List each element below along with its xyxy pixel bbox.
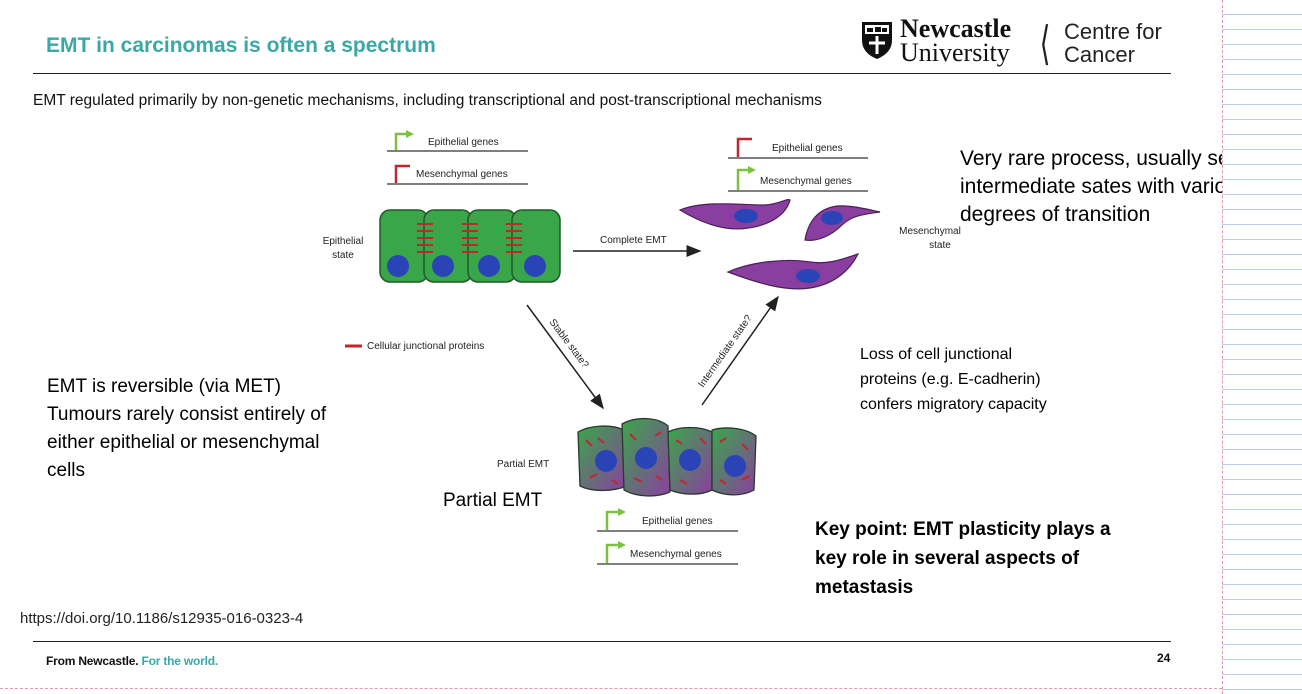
loss-note: Loss of cell junctional proteins (e.g. E… — [860, 342, 1140, 417]
header-rule — [33, 73, 1171, 74]
epithelial-cells — [379, 209, 561, 283]
gene-panel-partial-emt: Epithelial genes Mesenchymal genes — [597, 508, 738, 565]
complete-emt-label: Complete EMT — [600, 235, 667, 246]
partial-emt-small-label: Partial EMT — [497, 459, 549, 470]
junction-proteins — [417, 223, 522, 253]
epithelial-state-label: Epithelial — [323, 236, 364, 247]
gene-label-mesenchymal: Mesenchymal genes — [630, 549, 722, 560]
rare-process-note: Very rare process, usually see intermedi… — [960, 147, 1249, 226]
nucleus — [432, 255, 454, 277]
key-point-line: Key point: EMT plasticity plays a — [815, 519, 1111, 540]
crest-icon — [862, 22, 892, 59]
mesenchymal-cell — [804, 205, 881, 241]
logo-university: University — [900, 38, 1010, 67]
reversible-line: cells — [47, 460, 86, 481]
reversible-line: Tumours rarely consist entirely of — [47, 404, 327, 425]
footer-rule — [33, 641, 1171, 642]
gene-arrow-green-icon — [605, 543, 620, 563]
mesenchymal-state-label: state — [929, 240, 951, 251]
reversible-line: EMT is reversible (via MET) — [47, 376, 282, 397]
nucleus — [821, 211, 843, 225]
nucleus — [524, 255, 546, 277]
gene-arrow-green-icon — [736, 168, 750, 190]
nucleus — [478, 255, 500, 277]
loss-line: Loss of cell junctional — [860, 346, 1013, 363]
logo-centre-for: Centre for — [1064, 19, 1162, 44]
emt-diagram: Epithelial genes Mesenchymal genes Epith… — [323, 130, 961, 565]
stable-state-arrow — [526, 304, 604, 410]
gene-panel-mesenchymal-state: Epithelial genes Mesenchymal genes — [728, 137, 868, 192]
footer-tagline: From Newcastle. For the world. — [46, 654, 218, 668]
gene-panel-epithelial-state: Epithelial genes Mesenchymal genes — [387, 130, 528, 185]
gene-label-mesenchymal: Mesenchymal genes — [760, 176, 852, 187]
page-number: 24 — [1157, 651, 1171, 665]
footer-accent: For the world. — [141, 654, 219, 668]
gene-label-epithelial: Epithelial genes — [772, 143, 843, 154]
intermediate-state-label: Intermediate state? — [696, 313, 754, 390]
loss-line: confers migratory capacity — [860, 396, 1047, 413]
gene-arrowhead-icon — [406, 130, 414, 138]
logo-divider: ⟨ — [1039, 17, 1051, 69]
gene-arrowhead-icon — [618, 508, 626, 516]
page-edge — [0, 688, 1222, 689]
nucleus — [724, 455, 746, 477]
nucleus — [387, 255, 409, 277]
mesenchymal-state-label: Mesenchymal — [899, 226, 961, 237]
gene-arrow-red-icon — [394, 164, 410, 183]
mesenchymal-cells — [678, 199, 881, 290]
mesenchymal-cell — [726, 253, 860, 290]
slide-subtitle: EMT regulated primarily by non-genetic m… — [33, 92, 822, 109]
logo-newcastle: Newcastle — [900, 14, 1012, 43]
reversible-line: either epithelial or mesenchymal — [47, 432, 320, 453]
nucleus — [679, 449, 701, 471]
gene-label-epithelial: Epithelial genes — [642, 516, 713, 527]
gene-arrowhead-icon — [748, 166, 756, 174]
logo-cancer: Cancer — [1064, 42, 1135, 67]
notes-margin — [1222, 0, 1302, 694]
loss-line: proteins (e.g. E-cadherin) — [860, 371, 1041, 388]
nucleus — [734, 209, 758, 223]
nucleus — [595, 450, 617, 472]
gene-label-epithelial: Epithelial genes — [428, 137, 499, 148]
slide: EMT in carcinomas is often a spectrum Ne… — [20, 14, 1249, 668]
gene-label-mesenchymal: Mesenchymal genes — [416, 169, 508, 180]
junction-legend-label: Cellular junctional proteins — [367, 341, 484, 352]
gene-arrowhead-icon — [618, 541, 626, 549]
epithelial-state-label: state — [332, 250, 354, 261]
reversible-note: EMT is reversible (via MET) Tumours rare… — [47, 373, 387, 485]
partial-emt-cells — [577, 417, 757, 497]
footer-main: From Newcastle. — [46, 654, 142, 668]
key-point-line: key role in several aspects of — [815, 548, 1080, 569]
gene-arrow-green-icon — [394, 132, 410, 150]
key-point-line: metastasis — [815, 577, 914, 598]
doi-link[interactable]: https://doi.org/10.1186/s12935-016-0323-… — [20, 610, 304, 627]
partial-emt-label: Partial EMT — [443, 490, 543, 511]
intermediate-state-arrow — [701, 295, 779, 406]
gene-arrow-red-icon — [736, 137, 752, 157]
nucleus — [796, 269, 820, 283]
nucleus — [635, 447, 657, 469]
gene-arrow-green-icon — [605, 510, 620, 530]
scattered-junction-proteins — [585, 431, 750, 485]
slide-title: EMT in carcinomas is often a spectrum — [46, 34, 436, 57]
university-logo: Newcastle University ⟨ Centre for Cancer — [858, 14, 1178, 73]
key-point-note: Key point: EMT plasticity plays a key ro… — [815, 515, 1145, 602]
